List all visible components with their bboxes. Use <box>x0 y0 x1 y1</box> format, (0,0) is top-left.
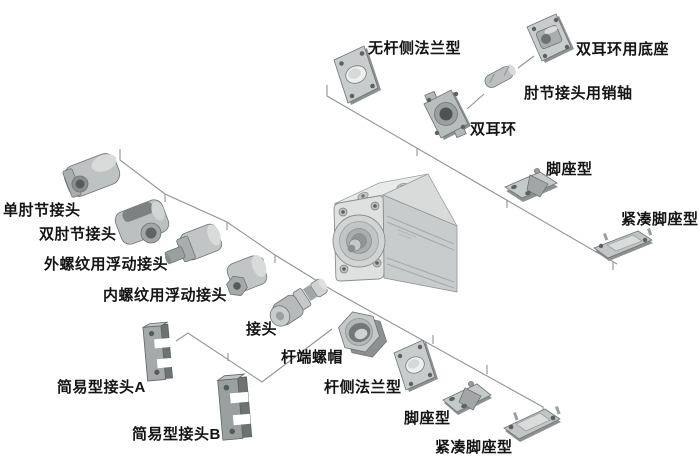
part-foot-upper <box>504 168 558 202</box>
part-floating-joint-male <box>164 223 223 265</box>
label-knuckle-pin: 肘节接头用销轴 <box>524 85 633 102</box>
cylinder-marking <box>397 229 417 239</box>
part-rod-flange <box>393 339 438 392</box>
part-double-clevis <box>423 89 471 140</box>
leader-pin-links <box>466 55 535 110</box>
label-rod-end-nut: 杆端螺帽 <box>281 349 344 366</box>
leader-lines <box>119 55 618 416</box>
label-rodless-flange: 无杆侧法兰型 <box>368 40 462 57</box>
part-joint <box>269 278 328 327</box>
part-compact-foot-bottom <box>503 405 561 442</box>
part-simple-joint-b <box>216 373 253 441</box>
leader-left-ticks <box>164 194 488 374</box>
label-double-knuckle: 双肘节接头 <box>39 226 117 243</box>
cylinder-rod-boss <box>332 214 386 268</box>
label-compact-foot-bottom: 紧凑脚座型 <box>435 439 513 456</box>
label-simple-joint-a: 简易型接头A <box>57 379 146 396</box>
label-clevis-base: 双耳环用底座 <box>576 41 670 58</box>
label-floating-joint-male: 外螺纹用浮动接头 <box>44 256 169 273</box>
leader-top-ticks <box>416 148 614 270</box>
part-double-knuckle <box>114 199 170 245</box>
cylinder-corner-bolts <box>338 201 382 274</box>
part-rod-end-nut <box>338 311 387 358</box>
part-compact-foot-right <box>593 227 653 261</box>
part-knuckle-pin <box>484 64 516 88</box>
label-single-knuckle: 单肘节接头 <box>3 202 81 219</box>
label-simple-joint-b: 简易型接头B <box>132 426 221 443</box>
part-foot-lower <box>442 381 492 415</box>
part-clevis-base <box>526 13 574 63</box>
label-foot-lower: 脚座型 <box>404 410 451 427</box>
leader-left-chain <box>119 149 544 416</box>
label-floating-joint-female: 内螺纹用浮动接头 <box>103 287 228 304</box>
part-single-knuckle <box>62 153 121 198</box>
leader-v-chain <box>175 328 333 383</box>
label-foot-upper: 脚座型 <box>546 161 593 178</box>
label-compact-foot-right: 紧凑脚座型 <box>621 211 699 228</box>
label-rod-flange: 杆侧法兰型 <box>324 379 402 396</box>
part-rodless-flange <box>333 45 381 105</box>
part-cylinder-body <box>332 173 458 293</box>
label-double-clevis: 双耳环 <box>470 121 517 138</box>
part-floating-joint-female <box>226 255 268 297</box>
part-simple-joint-a <box>142 321 173 382</box>
leader-top-chain <box>326 85 618 265</box>
label-joint: 接头 <box>246 321 278 338</box>
